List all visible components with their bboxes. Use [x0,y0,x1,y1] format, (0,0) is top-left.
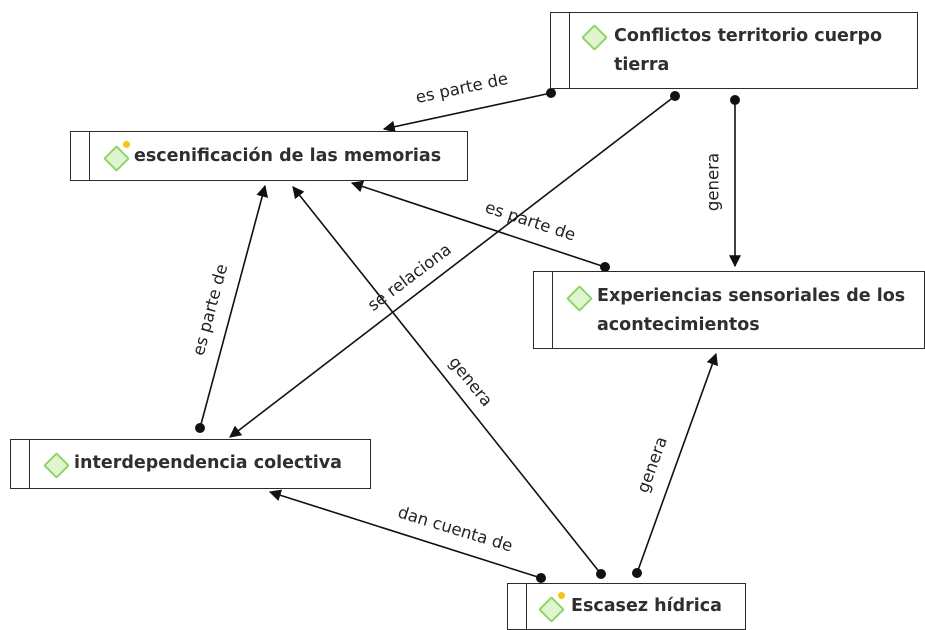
node-label-line: escenificación de las memorias [134,146,442,166]
node-label-line: tierra [614,55,670,75]
node-experiencias[interactable]: Experiencias sensoriales de los aconteci… [533,271,925,349]
edge-escasez-experiencias [636,352,718,574]
node-bar [71,132,90,180]
edge-label: dan cuenta de [396,503,515,556]
code-icon [581,24,608,51]
node-conflictos[interactable]: Conflictos territorio cuerpo tierra [550,12,918,89]
edge-start-dot [600,262,610,272]
node-interdependencia[interactable]: interdependencia colectiva [10,439,371,489]
node-label-line: interdependencia colectiva [74,453,342,473]
node-bar [534,272,553,348]
node-escasez[interactable]: Escasez hídrica [507,583,746,630]
node-label: escenificación de las memorias [134,142,441,171]
edge-label: es parte de [189,262,232,358]
node-bar [551,13,570,88]
node-label: Experiencias sensoriales de los aconteci… [597,282,905,340]
edge-escasez-interdependencia [268,489,542,579]
edge-start-dot [596,569,606,579]
edge-label: es parte de [483,198,578,245]
edge-conflictos-interdependencia [229,95,676,438]
node-label-line: acontecimientos [597,315,760,335]
edge-label: genera [445,353,496,410]
comment-dot-icon [123,141,130,148]
node-label-line: Escasez hídrica [571,596,722,616]
node-bar [508,584,527,629]
edge-conflictos-escenificacion [382,92,552,133]
edge-start-dot [536,573,546,583]
edge-label: es parte de [414,69,510,107]
edge-escasez-escenificacion [292,186,602,575]
edge-label: genera [633,434,671,495]
code-icon [103,145,130,172]
edge-start-dot [546,88,556,98]
edge-label: genera [704,153,723,211]
edge-experiencias-escenificacion [350,180,606,268]
node-label: Conflictos territorio cuerpo tierra [614,22,882,80]
node-label: interdependencia colectiva [74,449,342,478]
comment-dot-icon [558,592,565,599]
edge-start-dot [670,91,680,101]
node-label-line: Experiencias sensoriales de los [597,286,906,306]
edge-start-dot [195,423,205,433]
code-icon [566,285,593,312]
node-label-line: Conflictos territorio cuerpo [614,26,883,46]
code-icon [538,596,565,623]
edge-interdependencia-escenificacion [199,184,268,429]
edge-start-dot [730,95,740,105]
edge-start-dot [632,568,642,578]
node-escenificacion[interactable]: escenificación de las memorias [70,131,468,181]
node-label: Escasez hídrica [571,592,722,621]
node-bar [11,440,30,488]
edge-label: se relaciona [364,240,455,315]
code-icon [43,452,70,479]
